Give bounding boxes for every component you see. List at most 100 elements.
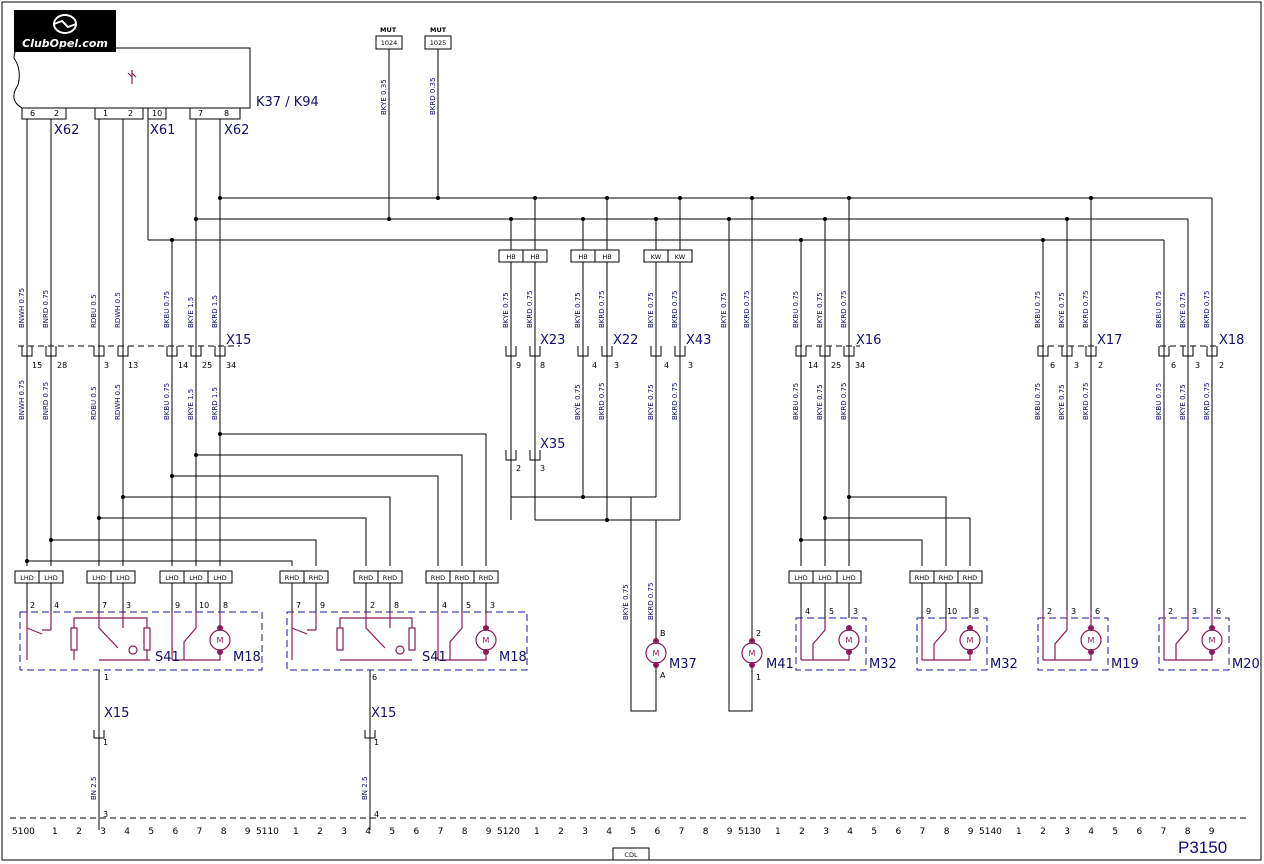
svg-text:RHD: RHD [285, 574, 299, 582]
svg-text:RDBU 0.5: RDBU 0.5 [90, 294, 98, 328]
svg-text:LHD: LHD [20, 574, 34, 582]
svg-text:13: 13 [128, 361, 138, 370]
connector-x23: X23 [540, 333, 565, 348]
svg-text:3: 3 [688, 361, 693, 370]
svg-text:RDWH 0.5: RDWH 0.5 [114, 384, 122, 420]
connector-x62-right: X62 [224, 123, 249, 138]
connector-x15-ground-left: X15 [104, 706, 129, 721]
ruler-number: 9 [486, 827, 492, 837]
svg-text:4: 4 [54, 601, 59, 610]
wiring [26, 49, 1213, 830]
svg-text:BKRD 0.75: BKRD 0.75 [598, 291, 606, 328]
svg-text:BKBU 0.75: BKBU 0.75 [163, 383, 171, 420]
svg-text:BKYE 0.75: BKYE 0.75 [502, 292, 510, 328]
svg-text:BKBU 0.75: BKBU 0.75 [163, 291, 171, 328]
svg-text:3: 3 [614, 361, 619, 370]
connector-x18: X18 [1219, 333, 1244, 348]
svg-text:BKRD 1.5: BKRD 1.5 [211, 295, 219, 328]
svg-text:M: M [217, 636, 224, 645]
svg-text:LHD: LHD [189, 574, 203, 582]
svg-text:BKRD 0.75: BKRD 0.75 [1082, 291, 1090, 328]
svg-text:RHD: RHD [455, 574, 469, 582]
svg-text:1: 1 [104, 673, 109, 682]
svg-text:3: 3 [1195, 361, 1200, 370]
ruler-number: 9 [1209, 827, 1215, 837]
svg-text:BKYE 0.75: BKYE 0.75 [574, 292, 582, 328]
svg-text:BKBU 0.75: BKBU 0.75 [1034, 383, 1042, 420]
svg-text:LHD: LHD [116, 574, 130, 582]
svg-text:M: M [653, 649, 660, 658]
svg-text:BNWH 0.75: BNWH 0.75 [18, 380, 26, 420]
component-m32-lhd: M32 [869, 657, 897, 672]
svg-text:M: M [749, 649, 756, 658]
ruler-number: 6 [655, 827, 661, 837]
svg-text:BKRD 0.75: BKRD 0.75 [743, 291, 751, 328]
svg-text:6: 6 [372, 673, 377, 682]
svg-text:2: 2 [54, 109, 59, 118]
ruler-number: 6 [896, 827, 902, 837]
junction-dots [25, 196, 1093, 563]
component-s41-rhd: S41 [422, 650, 447, 665]
svg-text:3: 3 [540, 464, 545, 473]
ruler-number: 7 [920, 827, 926, 837]
svg-text:BKYE 0.75: BKYE 0.75 [1058, 384, 1066, 420]
svg-text:9: 9 [320, 601, 325, 610]
ruler-block-5120: 5120 [497, 827, 520, 837]
svg-text:BKBU 0.75: BKBU 0.75 [1155, 291, 1163, 328]
connector-x43: X43 [686, 333, 711, 348]
svg-text:KW: KW [675, 253, 686, 261]
svg-text:BN 2.5: BN 2.5 [361, 777, 369, 800]
svg-text:BKRD 0.35: BKRD 0.35 [429, 78, 437, 115]
svg-text:RDWH 0.5: RDWH 0.5 [114, 292, 122, 328]
ruler-number: 5 [1112, 827, 1118, 837]
svg-text:HB: HB [578, 253, 587, 261]
svg-text:8: 8 [540, 361, 545, 370]
svg-text:10: 10 [152, 109, 162, 118]
svg-text:MUT: MUT [430, 26, 447, 34]
svg-text:28: 28 [57, 361, 67, 370]
svg-text:2: 2 [1047, 607, 1052, 616]
svg-text:2: 2 [1219, 361, 1224, 370]
svg-text:25: 25 [202, 361, 212, 370]
svg-text:BKRD 0.75: BKRD 0.75 [1203, 383, 1211, 420]
svg-text:15: 15 [32, 361, 42, 370]
svg-text:BNRD 0.75: BNRD 0.75 [42, 382, 50, 420]
ruler-number: 2 [1040, 827, 1046, 837]
svg-text:4: 4 [442, 601, 447, 610]
svg-text:B: B [660, 629, 666, 638]
component-m20: M20 [1232, 657, 1260, 672]
svg-text:7: 7 [296, 601, 301, 610]
connector-x22: X22 [613, 333, 638, 348]
clubopel-logo: ClubOpel.com [14, 10, 116, 52]
svg-text:2: 2 [1168, 607, 1173, 616]
component-feeds [26, 583, 971, 618]
component-m41: M41 [766, 657, 794, 672]
svg-text:10: 10 [947, 607, 957, 616]
svg-text:BKRD 0.75: BKRD 0.75 [598, 383, 606, 420]
connector-x15: X15 [226, 333, 251, 348]
ruler-number: 5 [389, 827, 395, 837]
svg-text:BKRD 0.75: BKRD 0.75 [1203, 291, 1211, 328]
svg-text:4: 4 [592, 361, 597, 370]
ruler-number: 1 [775, 827, 781, 837]
ruler-number: 6 [414, 827, 420, 837]
svg-text:4: 4 [374, 810, 379, 819]
ruler-number: 5 [148, 827, 154, 837]
svg-text:2: 2 [756, 629, 761, 638]
ruler-number: 6 [173, 827, 179, 837]
footer: CDL P3150 [612, 838, 1227, 861]
ruler-number: 3 [823, 827, 829, 837]
motor-m41: M 21 M41 [741, 629, 794, 682]
control-unit-label: K37 / K94 [256, 95, 319, 110]
svg-text:M: M [846, 636, 853, 645]
ruler-block-5130: 5130 [738, 827, 761, 837]
